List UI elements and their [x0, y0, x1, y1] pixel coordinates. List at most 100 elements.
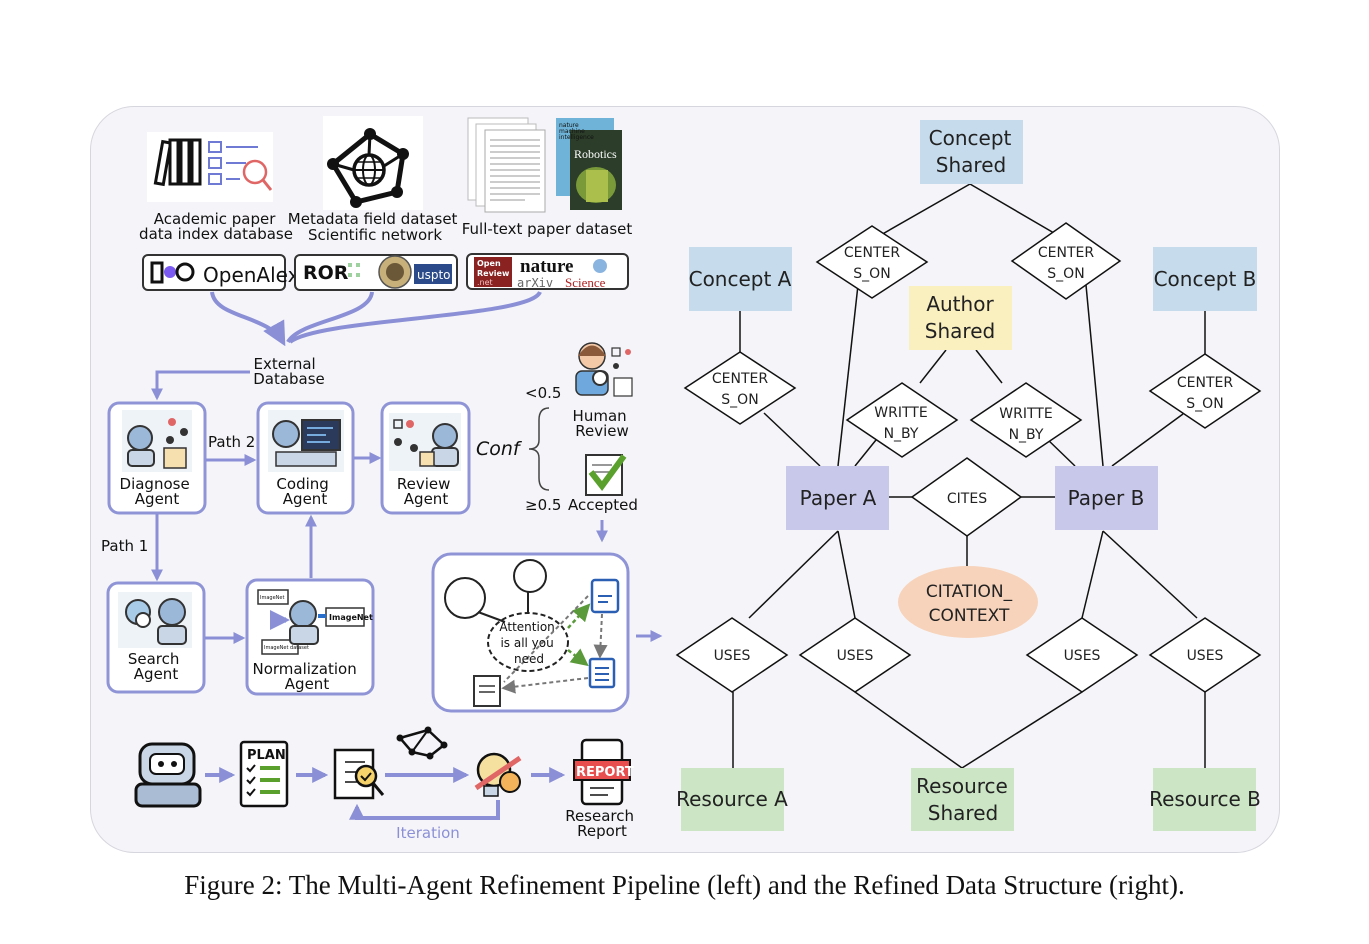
paper-b-entity: Paper B: [1055, 466, 1158, 530]
external-database-label: External Database: [253, 355, 325, 388]
center-son-diamond-right: [1148, 353, 1262, 429]
path-2-label: Path 2: [208, 433, 255, 451]
center-son-diamond-top-right: [1010, 222, 1122, 300]
openalex-logo-text: OpenAlex: [203, 263, 300, 287]
graph-network-icon: [396, 726, 448, 760]
svg-text:Concept A: Concept A: [689, 267, 792, 291]
svg-text:Paper A: Paper A: [800, 486, 877, 510]
paper-a-entity: Paper A: [786, 466, 889, 530]
arxiv-logo-text: arXiv: [517, 276, 553, 290]
ror-logo-text: ROR: [303, 262, 349, 284]
robotics-cover-text: Robotics: [574, 147, 617, 161]
uses-diamond-2: [798, 617, 912, 693]
search-agent-box[interactable]: [106, 581, 206, 694]
metadata-source-label: Metadata field dataset Scientific networ…: [288, 210, 462, 244]
center-son-diamond-left: [683, 351, 797, 425]
science-logo-text: Science: [565, 275, 606, 290]
diagnose-agent-label: Diagnose Agent: [120, 475, 195, 508]
resource-b-entity: Resource B: [1149, 768, 1261, 831]
normalization-agent-box[interactable]: [245, 578, 375, 696]
svg-text:Resource B: Resource B: [1149, 787, 1261, 811]
svg-text:Paper B: Paper B: [1068, 486, 1145, 510]
db-to-diagnose-arrow: [151, 370, 250, 401]
human-reviewer-icon: [575, 342, 633, 397]
normalization-agent-label: Normalization Agent: [252, 660, 361, 693]
report-badge-label: REPORT: [576, 765, 634, 780]
svg-text:USES: USES: [1187, 648, 1224, 664]
idea-gear-icon: [474, 752, 522, 797]
accepted-label: Accepted: [568, 496, 638, 514]
center-son-diamond-top-left: [815, 225, 929, 299]
concept-a-entity: Concept A: [689, 247, 792, 311]
iteration-label: Iteration: [396, 824, 460, 842]
report-document-icon: [573, 738, 631, 806]
ror-uspto-logo-box: ROR uspto: [294, 254, 458, 291]
research-report-label: Research Report: [565, 807, 639, 840]
diagnose-agent-box[interactable]: [107, 401, 207, 515]
attention-paper-label: Attention is all you need: [499, 620, 558, 666]
openalex-logo-box: OpenAlex: [142, 254, 300, 291]
svg-text:CITES: CITES: [947, 491, 987, 507]
er-connector-lines: [732, 183, 1206, 769]
conf-label: Conf: [476, 438, 523, 460]
accepted-check-icon: [585, 454, 627, 496]
coding-agent-box[interactable]: [256, 401, 355, 515]
high-threshold-label: ≥0.5: [525, 496, 561, 514]
review-agent-label: Review Agent: [397, 475, 455, 508]
path-1-label: Path 1: [101, 537, 148, 555]
openreview-logo-text: Open Review .net: [477, 259, 512, 287]
plan-checklist-icon: [239, 740, 289, 808]
uses-diamond-1: [675, 617, 789, 693]
figure-caption: Figure 2: The Multi-Agent Refinement Pip…: [184, 870, 1185, 900]
written-by-diamond-left: [845, 382, 959, 458]
svg-text:USES: USES: [714, 648, 751, 664]
uses-diamond-4: [1148, 617, 1262, 693]
search-agent-label: Search Agent: [128, 650, 184, 683]
conf-brace: [528, 407, 550, 491]
books-search-icon: [147, 132, 273, 202]
cites-diamond: [910, 457, 1023, 537]
review-agent-box[interactable]: [380, 401, 471, 515]
low-threshold-label: <0.5: [525, 384, 561, 402]
uses-diamond-3: [1025, 617, 1139, 693]
plan-label: PLAN: [247, 748, 286, 763]
nature-logo-text: nature: [520, 256, 573, 277]
coding-agent-label: Coding Agent: [276, 475, 333, 508]
resource-a-entity: Resource A: [676, 768, 788, 831]
fulltext-source-label: Full-text paper dataset: [462, 220, 633, 238]
svg-text:USES: USES: [837, 648, 874, 664]
svg-text:Concept B: Concept B: [1154, 267, 1257, 291]
bottom-flow-arrows: [205, 767, 566, 820]
academic-source-label: Academic paper data index database: [139, 210, 293, 243]
paper-stack-icon: [467, 117, 622, 213]
openreview-nature-arxiv-logo-box: Open Review .net nature arXiv Science: [466, 253, 629, 290]
robot-icon: [134, 742, 202, 808]
er-relationship-diamonds: [675, 222, 1262, 693]
svg-text:USES: USES: [1064, 648, 1101, 664]
svg-text:Resource A: Resource A: [676, 787, 788, 811]
citation-context-attribute: CITATION_CONTEXT: [898, 566, 1038, 638]
network-globe-icon: [323, 116, 423, 210]
cover-title-text: nature machine intelligence: [559, 122, 594, 141]
svg-text:CITATION_CONTEXT: CITATION_CONTEXT: [926, 582, 1013, 626]
written-by-diamond-right: [969, 382, 1083, 458]
document-search-icon: [333, 748, 385, 800]
imagenet-dataset-label: ImageNet dataset: [264, 645, 309, 651]
concept-b-entity: Concept B: [1153, 247, 1257, 311]
knowledge-graph-box[interactable]: [431, 552, 630, 713]
human-review-label: Human Review: [573, 407, 632, 440]
uspto-logo-text: uspto: [417, 268, 451, 282]
agent-flow-arrows: [151, 452, 382, 644]
